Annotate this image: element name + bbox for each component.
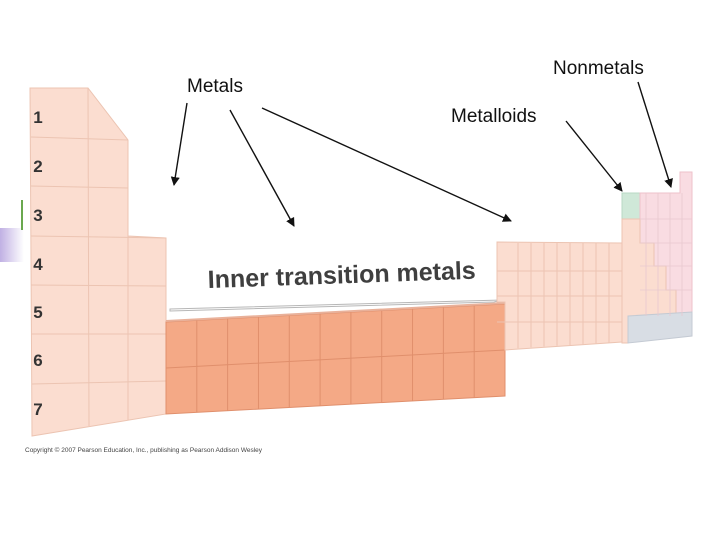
period-label-7: 7: [33, 400, 42, 419]
inner-transition-label: Inner transition metals: [207, 257, 476, 294]
arrow-metals-center: [229, 109, 295, 227]
pointer-arrows: [170, 81, 673, 227]
label-nonmetals: Nonmetals: [553, 58, 644, 79]
inner-transition-grid-line: [165, 349, 506, 369]
copyright-text: Copyright © 2007 Pearson Education, Inc.…: [25, 446, 263, 454]
label-metals: Metals: [187, 76, 243, 97]
metals-left-block: [29, 87, 167, 437]
period-label-1: 1: [33, 108, 42, 127]
arrow-nonmetals: [637, 81, 673, 188]
noble-gas-row: [627, 311, 693, 344]
period-label-2: 2: [33, 157, 42, 176]
metalloid-cell: [621, 192, 641, 220]
accent-purple-bar: [0, 228, 24, 262]
p-block: [621, 171, 693, 344]
period-label-3: 3: [33, 206, 42, 225]
arrow-metals-left: [170, 102, 188, 186]
accent-green-line: [21, 200, 23, 230]
period-label-6: 6: [33, 351, 42, 370]
inner-transition-block: [165, 299, 506, 415]
period-labels: 1 2 3 4 5 6 7: [33, 108, 43, 419]
label-metalloids: Metalloids: [451, 106, 537, 127]
arrow-metals-right: [261, 107, 512, 222]
period-label-4: 4: [33, 255, 43, 274]
period-label-5: 5: [33, 303, 42, 322]
right-main-block: [496, 241, 623, 351]
arrow-metalloids: [565, 120, 623, 192]
